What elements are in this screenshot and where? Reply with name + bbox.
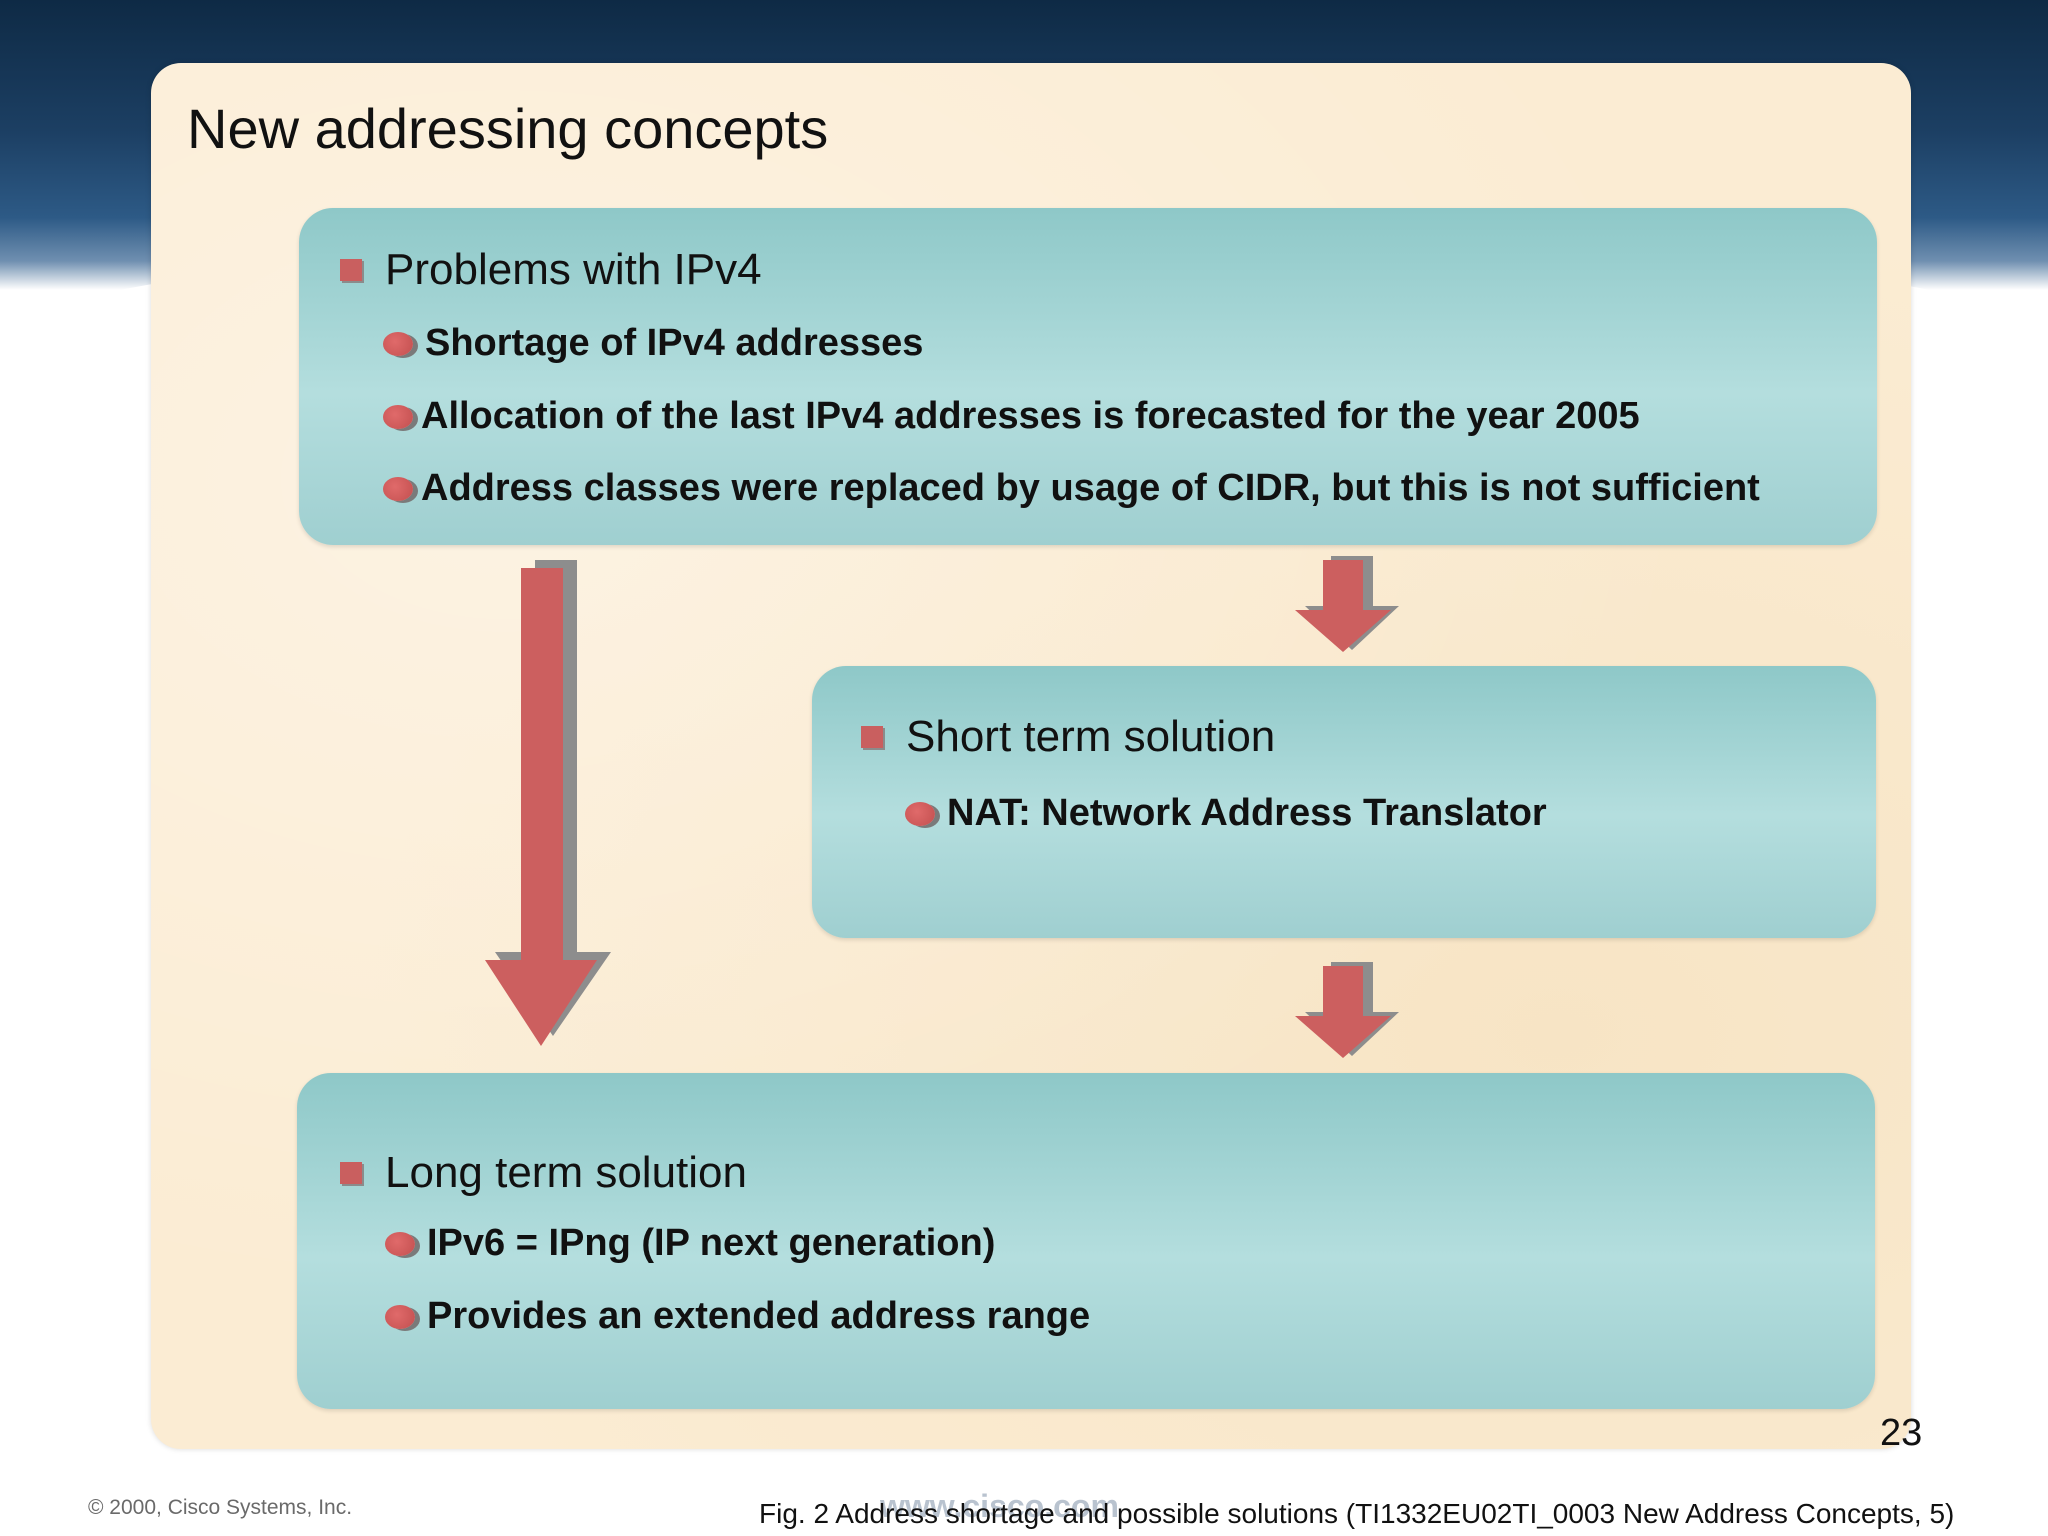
problems-item: Address classes were replaced by usage o… [383,467,1760,510]
long-arrow-down-icon [485,560,611,1046]
watermark-url: www.cisco.com [880,1488,1119,1524]
square-bullet-icon [340,259,362,281]
round-bullet-icon [383,331,413,356]
problems-item-text: Shortage of IPv4 addresses [425,322,924,364]
copyright-text: © 2000, Cisco Systems, Inc. [88,1496,353,1519]
round-bullet-icon [385,1304,415,1329]
short-term-panel [812,666,1876,938]
long-term-heading: Long term solution [385,1148,747,1197]
round-bullet-icon [905,801,935,826]
slide-number: 23 [1880,1412,1923,1454]
arrow-down-icon [1295,962,1399,1058]
figure-caption: Fig. 2 Address shortage and possible sol… [759,1498,1955,1529]
round-bullet-icon [383,476,413,501]
long-term-item: Provides an extended address range [385,1295,1090,1338]
long-term-item-text: IPv6 = IPng (IP next generation) [427,1222,996,1264]
long-term-panel [297,1073,1875,1409]
square-bullet-icon [340,1162,362,1184]
square-bullet-icon [861,726,883,748]
problems-item-text: Address classes were replaced by usage o… [421,467,1760,509]
slide-title: New addressing concepts [187,97,829,160]
problems-heading: Problems with IPv4 [385,245,762,294]
problems-item: Allocation of the last IPv4 addresses is… [383,395,1640,438]
round-bullet-icon [383,404,413,429]
round-bullet-icon [385,1231,415,1256]
short-term-item: NAT: Network Address Translator [905,792,1547,835]
long-term-item: IPv6 = IPng (IP next generation) [385,1222,995,1265]
long-term-heading-row: Long term solution [340,1148,747,1198]
short-term-heading-row: Short term solution [861,712,1275,762]
short-term-item-text: NAT: Network Address Translator [947,792,1547,834]
problems-item-text: Allocation of the last IPv4 addresses is… [421,395,1640,437]
problems-panel [299,208,1877,545]
short-term-heading: Short term solution [906,712,1276,761]
arrow-down-icon [1295,556,1399,652]
problems-heading-row: Problems with IPv4 [340,245,762,295]
problems-item: Shortage of IPv4 addresses [383,322,923,365]
long-term-item-text: Provides an extended address range [427,1295,1091,1337]
